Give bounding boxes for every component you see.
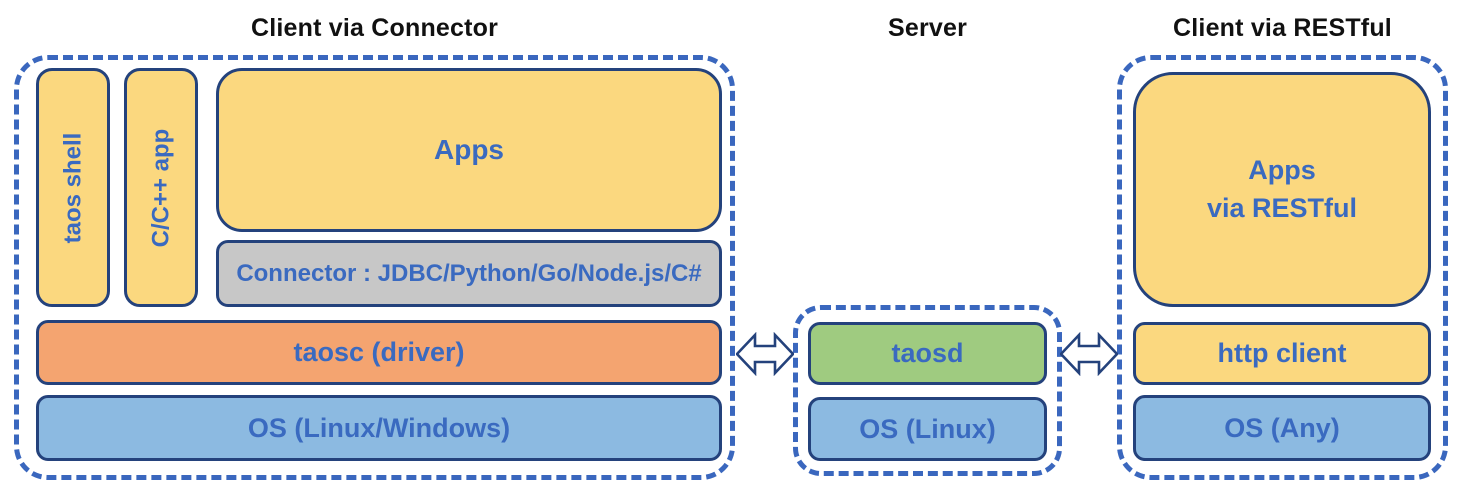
os-any-box: OS (Any) xyxy=(1133,395,1431,461)
http-client-label: http client xyxy=(1217,338,1347,368)
bidirectional-arrow-icon xyxy=(736,332,794,376)
os-any-label: OS (Any) xyxy=(1224,412,1340,443)
apps-box: Apps xyxy=(216,68,722,232)
http-client-box: http client xyxy=(1133,322,1431,385)
os-linux-label: OS (Linux) xyxy=(859,413,996,444)
connector-box: Connector : JDBC/Python/Go/Node.js/C# xyxy=(216,240,722,307)
apps-label: Apps xyxy=(434,134,504,165)
restful-section-title: Client via RESTful xyxy=(1173,14,1392,42)
connector-label: Connector : JDBC/Python/Go/Node.js/C# xyxy=(236,259,702,287)
taos-shell-box: taos shell xyxy=(36,68,110,307)
apps-via-restful-line2: via RESTful xyxy=(1206,192,1358,223)
connector-group-border xyxy=(14,55,735,480)
server-group-border xyxy=(793,305,1062,476)
os-linux-box: OS (Linux) xyxy=(808,397,1047,461)
cpp-app-box: C/C++ app xyxy=(124,68,198,307)
bidirectional-arrow-icon xyxy=(1060,332,1118,376)
apps-via-restful-line1: Apps xyxy=(1248,154,1316,185)
taosc-driver-label: taosc (driver) xyxy=(293,337,465,367)
server-section-title: Server xyxy=(887,14,968,42)
apps-via-restful-label: Apps via RESTful xyxy=(1207,152,1357,228)
taosd-label: taosd xyxy=(891,338,964,368)
cpp-app-label: C/C++ app xyxy=(147,128,175,247)
apps-via-restful-box: Apps via RESTful xyxy=(1133,72,1431,307)
taos-shell-label: taos shell xyxy=(59,132,86,243)
os-linux-windows-label: OS (Linux/Windows) xyxy=(247,412,511,443)
connector-section-title: Client via Connector xyxy=(250,14,499,42)
restful-group-border xyxy=(1117,55,1448,480)
taosd-box: taosd xyxy=(808,322,1047,385)
taosc-driver-box: taosc (driver) xyxy=(36,320,722,385)
os-linux-windows-box: OS (Linux/Windows) xyxy=(36,395,722,461)
